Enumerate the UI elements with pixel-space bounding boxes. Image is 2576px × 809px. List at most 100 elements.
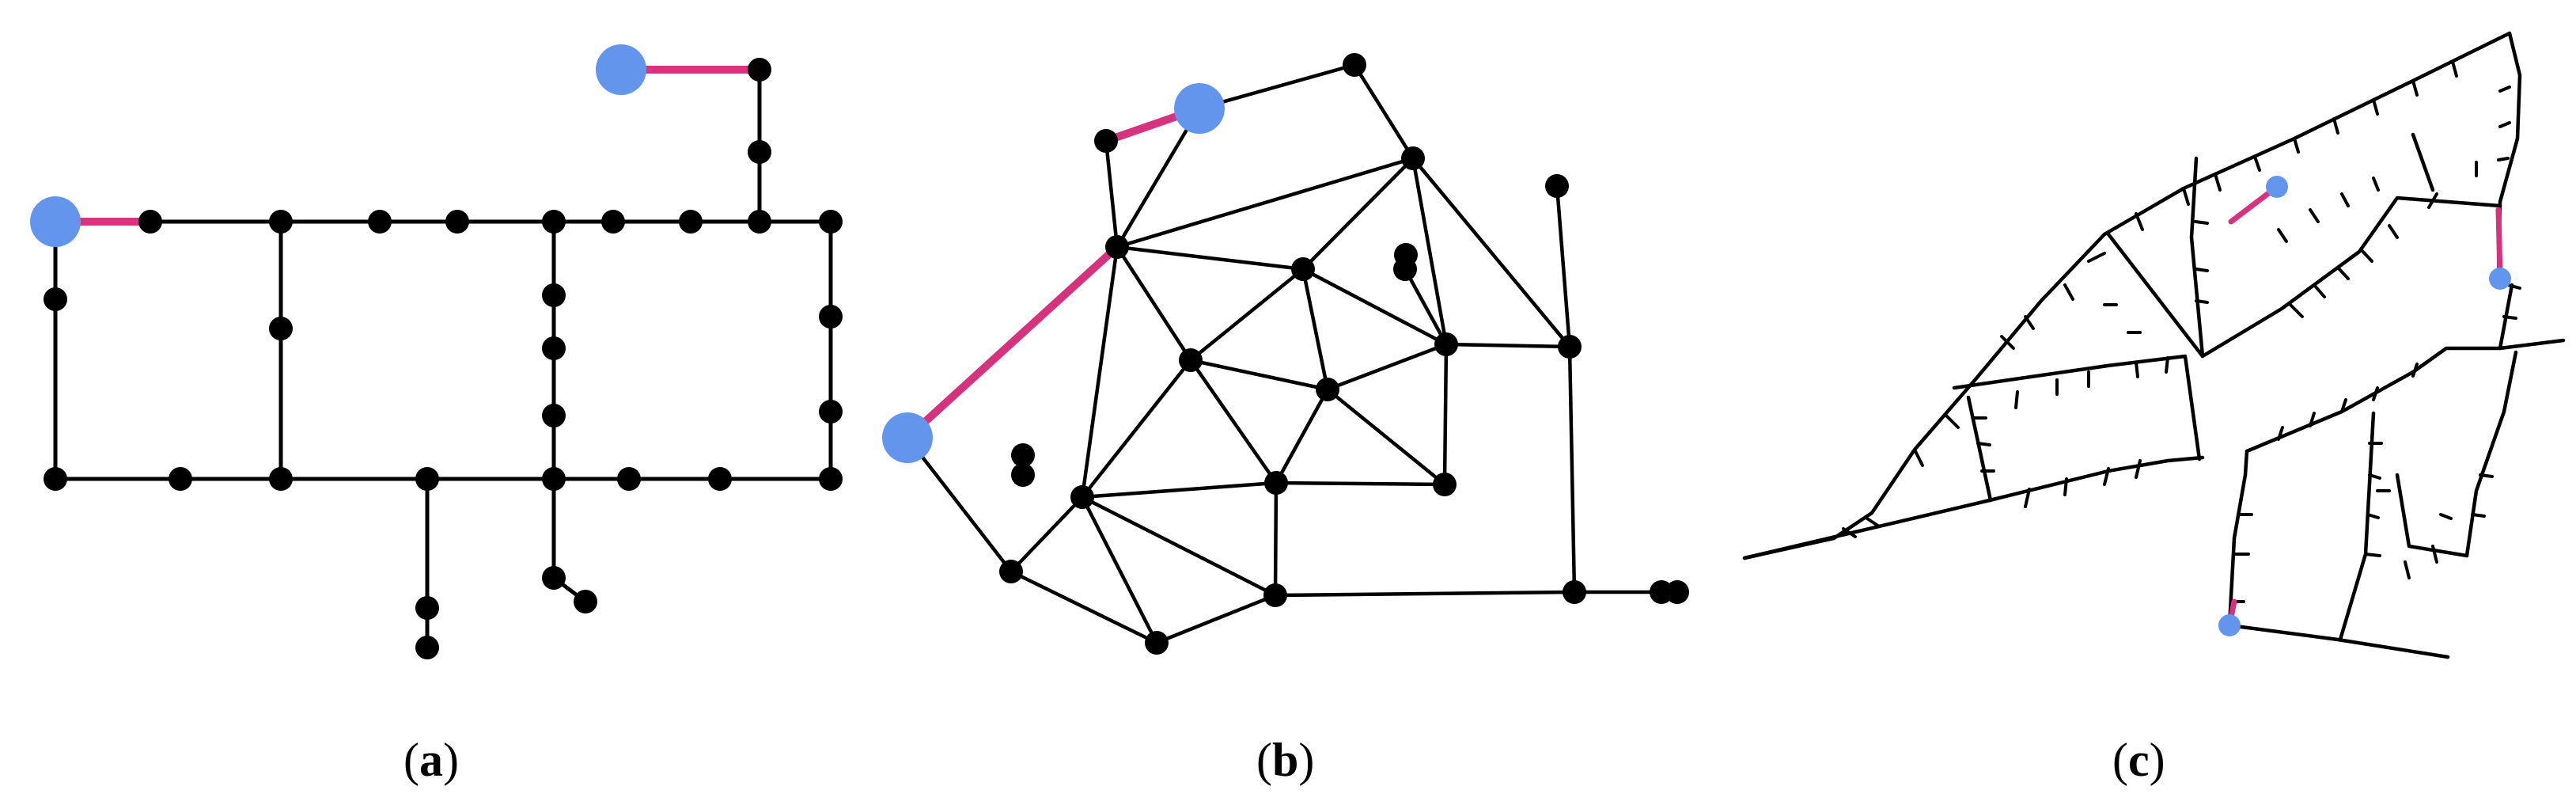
network-node — [542, 566, 566, 590]
service-stub — [2498, 85, 2511, 93]
network-node — [1316, 378, 1339, 401]
service-stub — [2289, 303, 2304, 318]
service-stub — [2309, 412, 2316, 427]
network-edge — [1080, 245, 1119, 499]
service-stub — [2135, 361, 2139, 378]
service-stub — [1976, 442, 1991, 446]
network-node — [819, 210, 843, 234]
network-edge — [1080, 495, 1278, 598]
network-node — [1434, 332, 1458, 356]
network-node — [1264, 471, 1288, 495]
panel-b-network — [882, 53, 1689, 655]
network-node — [44, 467, 67, 491]
service-stub — [2336, 266, 2350, 280]
service-stub — [2195, 299, 2209, 304]
service-stub — [2103, 467, 2110, 486]
network-edge — [1115, 156, 1415, 249]
service-stub — [2253, 155, 2261, 172]
service-stub — [2411, 363, 2419, 378]
service-stub — [2372, 98, 2379, 116]
service-stub — [2506, 283, 2521, 290]
network-node — [617, 467, 641, 491]
network-edge — [1273, 480, 1279, 598]
network-node — [415, 636, 439, 659]
network-node — [1433, 473, 1457, 496]
network-node — [1401, 146, 1425, 170]
network-node — [1145, 631, 1169, 655]
source-node — [2489, 268, 2511, 290]
caption-b: (b) — [1256, 734, 1314, 786]
service-stub — [2293, 137, 2300, 154]
network-node — [1094, 129, 1118, 153]
network-node — [748, 58, 771, 82]
network-edge — [1301, 156, 1415, 272]
network-edge — [1301, 267, 1449, 347]
road-segment — [2200, 196, 2502, 359]
service-stub — [2214, 173, 2222, 192]
road-segment — [2227, 449, 2249, 628]
network-node — [819, 467, 843, 491]
network-node — [1393, 257, 1417, 281]
network-edge — [1567, 344, 1577, 594]
network-edge — [1115, 245, 1193, 363]
network-node — [1545, 174, 1569, 198]
network-edge — [1555, 184, 1572, 349]
service-stub — [1945, 414, 1960, 429]
network-node — [679, 210, 703, 234]
service-stub — [2277, 228, 2288, 243]
network-edge — [1197, 63, 1357, 111]
service-stub — [2194, 220, 2209, 225]
service-stub — [2368, 473, 2381, 480]
service-stub — [2087, 252, 2106, 263]
service-stub — [2372, 177, 2380, 192]
network-node — [44, 287, 67, 311]
service-stub — [2063, 477, 2068, 496]
network-node — [1291, 257, 1315, 281]
network-node — [1011, 443, 1035, 467]
service-stub — [2479, 473, 2494, 478]
network-edge — [1154, 593, 1278, 645]
network-node — [574, 590, 597, 613]
network-node — [748, 140, 771, 164]
service-stub — [2411, 79, 2419, 97]
network-edge — [1104, 139, 1119, 249]
network-edge — [1188, 267, 1305, 363]
road-segment — [2411, 132, 2435, 192]
network-edge — [1444, 342, 1572, 349]
network-node — [1563, 580, 1586, 604]
road-segment — [2464, 350, 2518, 558]
network-node — [269, 467, 293, 491]
service-stub — [2427, 192, 2438, 209]
road-segment — [2338, 411, 2376, 642]
service-stub — [2451, 60, 2458, 78]
service-stub — [2366, 513, 2380, 519]
service-stub — [2000, 335, 2015, 350]
network-edge — [1301, 267, 1330, 392]
network-edge — [1352, 63, 1415, 161]
road-segment — [2227, 623, 2450, 659]
service-stub — [2195, 268, 2209, 272]
network-edge — [1080, 358, 1193, 499]
network-node — [1558, 335, 1582, 359]
service-stub — [2471, 513, 2486, 518]
service-stub — [2277, 426, 2284, 441]
network-node — [999, 560, 1023, 583]
service-stub — [2388, 224, 2399, 239]
service-stub — [2439, 513, 2453, 520]
network-node — [542, 210, 566, 234]
service-stub — [2135, 212, 2144, 231]
caption-a: (a) — [403, 734, 459, 786]
network-edge — [1411, 156, 1572, 349]
service-stub — [2497, 157, 2510, 161]
service-stub — [2360, 249, 2373, 263]
road-segment — [2106, 232, 2205, 359]
source-node — [596, 44, 646, 95]
service-stub — [2024, 315, 2035, 330]
network-edge — [905, 435, 1013, 574]
service-stub — [2364, 553, 2381, 557]
network-node — [542, 404, 566, 427]
network-node — [819, 305, 843, 329]
network-node — [1179, 348, 1203, 372]
service-stub — [2431, 545, 2438, 564]
network-edge — [1009, 495, 1085, 574]
